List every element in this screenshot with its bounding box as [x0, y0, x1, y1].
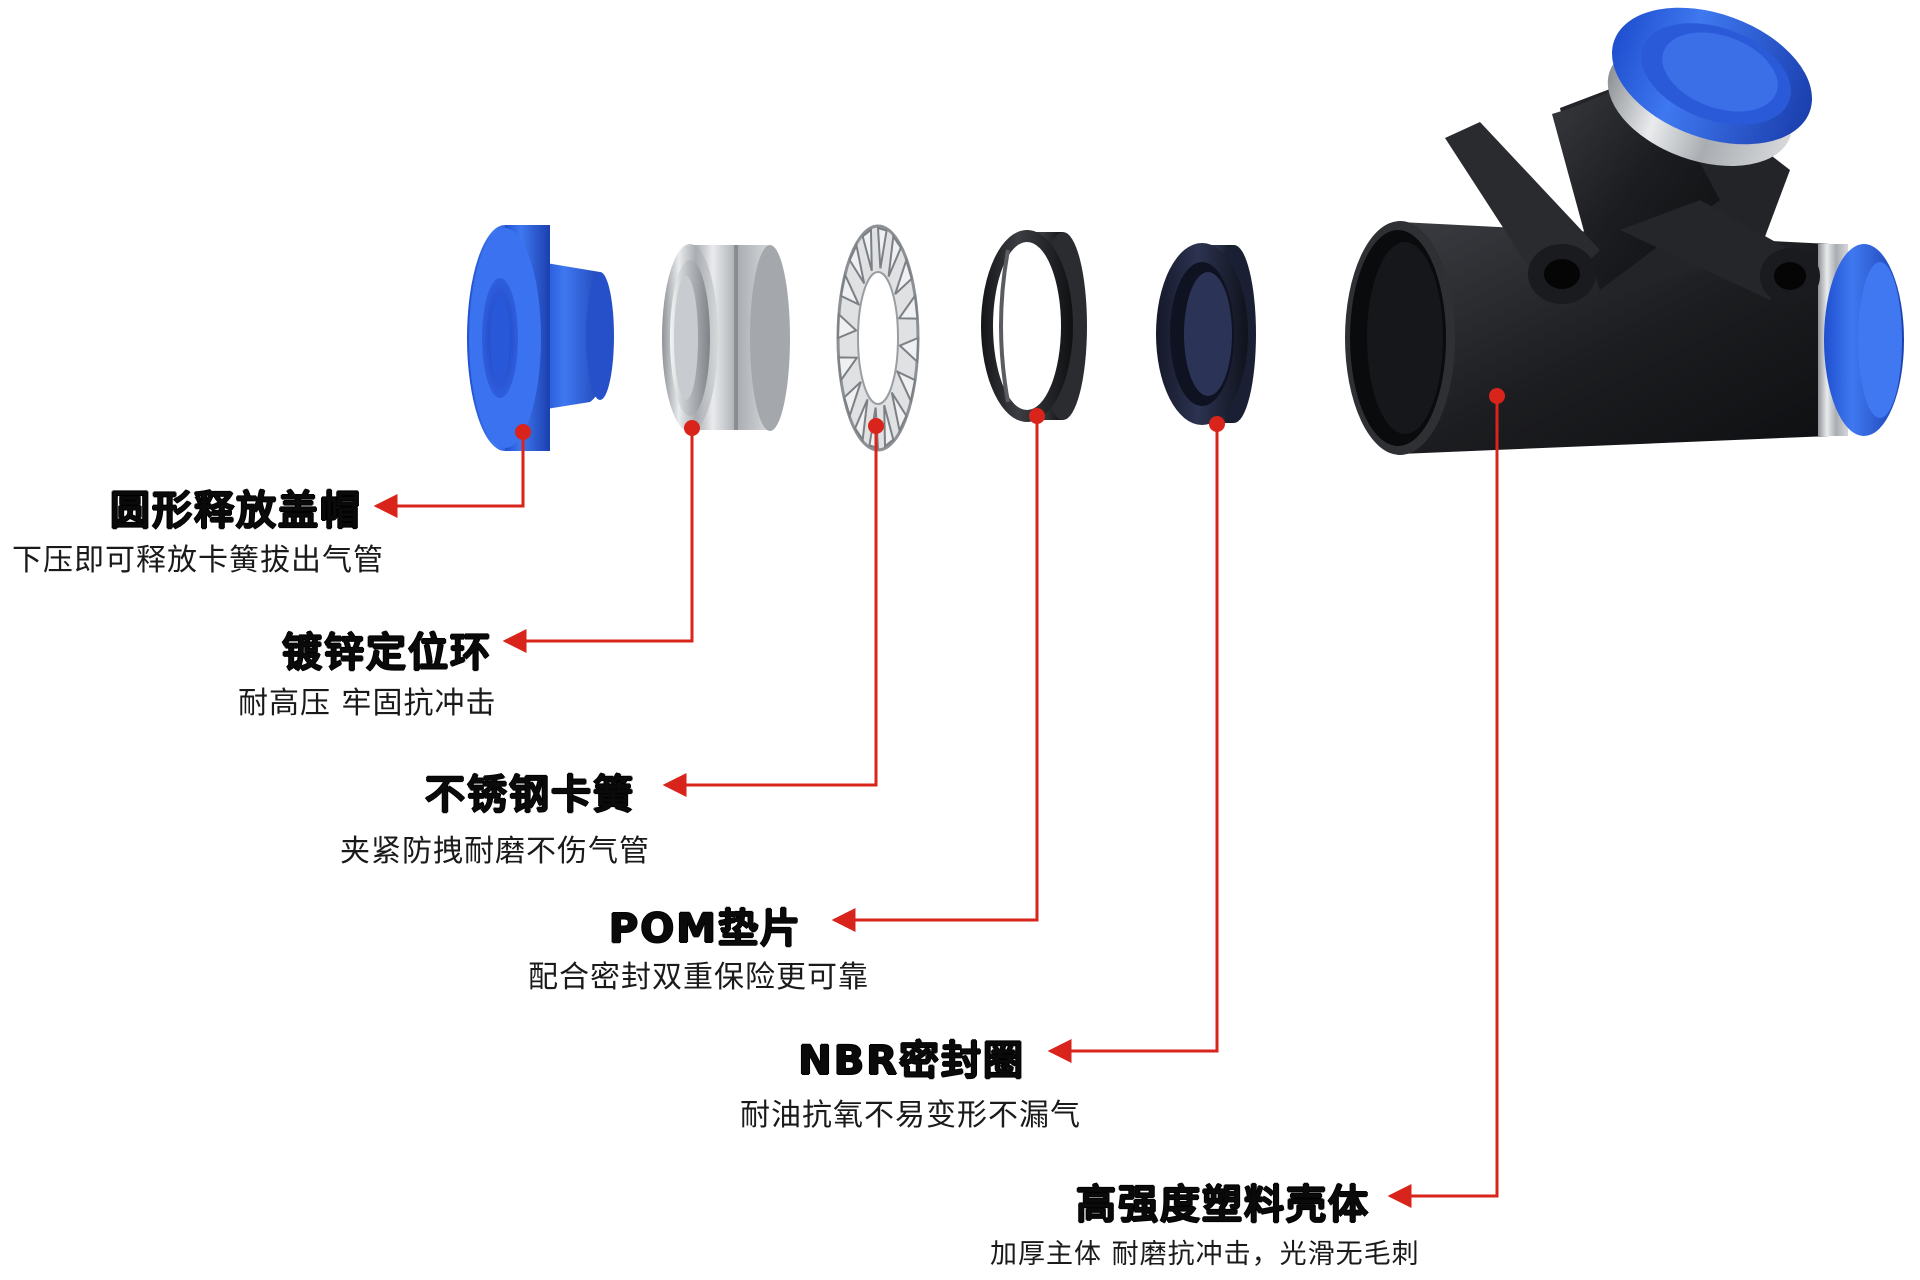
collet-title: 不锈钢卡簧: [425, 772, 635, 818]
plastic-body-anchor-dot: [1489, 388, 1505, 404]
leader-lines: [373, 388, 1505, 1208]
collet-tooth: [836, 312, 858, 340]
collet-anchor-dot: [868, 418, 884, 434]
collet-desc: 夹紧防拽耐磨不伤气管: [340, 834, 650, 869]
plastic-body-title: 高强度塑料壳体: [1076, 1182, 1370, 1228]
pom-gasket-desc: 配合密封双重保险更可靠: [528, 960, 869, 995]
collet-tooth: [837, 356, 859, 383]
nbr-seal-ring-icon: [1156, 243, 1256, 425]
pom-gasket-title: POM垫片: [608, 906, 802, 952]
plastic-body-leader-line: [1387, 396, 1499, 1208]
collet-tooth: [897, 293, 919, 320]
pom-gasket-icon: [981, 230, 1087, 422]
plastic-body-desc: 加厚主体 耐磨抗冲击，光滑无毛刺: [990, 1239, 1420, 1270]
collet-tooth: [853, 399, 869, 443]
locating-ring-title: 镀锌定位环: [282, 630, 492, 676]
nbr-seal-desc: 耐油抗氧不易变形不漏气: [740, 1098, 1081, 1133]
release-cap-desc: 下压即可释放卡簧拔出气管: [12, 543, 384, 578]
collet-tooth: [883, 404, 895, 449]
locating-ring-leader-line: [502, 428, 694, 653]
locating-ring-desc: 耐高压 牢固抗冲击: [238, 686, 497, 721]
pom-gasket-anchor-dot: [1029, 408, 1045, 424]
galvanized-ring-icon: [662, 244, 790, 432]
collet-tooth: [839, 271, 861, 307]
nbr-seal-leader-line: [1047, 424, 1219, 1063]
collet-tooth: [894, 256, 913, 295]
collet-tooth: [861, 227, 873, 272]
release-cap-leader-line: [373, 432, 525, 518]
collet-tooth: [876, 226, 888, 269]
collet-tooth: [898, 336, 920, 364]
pom-gasket-leader-line: [831, 416, 1039, 932]
release-cap-title: 圆形释放盖帽: [110, 488, 362, 534]
nbr-seal-anchor-dot: [1209, 416, 1225, 432]
locating-ring-anchor-dot: [684, 420, 700, 436]
collet-tooth: [843, 381, 862, 420]
collet-tooth: [887, 233, 903, 277]
stainless-collet-icon: [836, 224, 920, 452]
blue-release-cap-icon: [467, 225, 614, 451]
collet-tooth: [895, 369, 917, 405]
nbr-seal-title: NBR密封圈: [798, 1038, 1025, 1084]
y-connector-body-icon: [1345, 7, 1904, 455]
collet-tooth: [848, 242, 866, 284]
release-cap-anchor-dot: [515, 424, 531, 440]
collet-tooth: [890, 392, 908, 434]
collet-leader-line: [662, 426, 878, 797]
